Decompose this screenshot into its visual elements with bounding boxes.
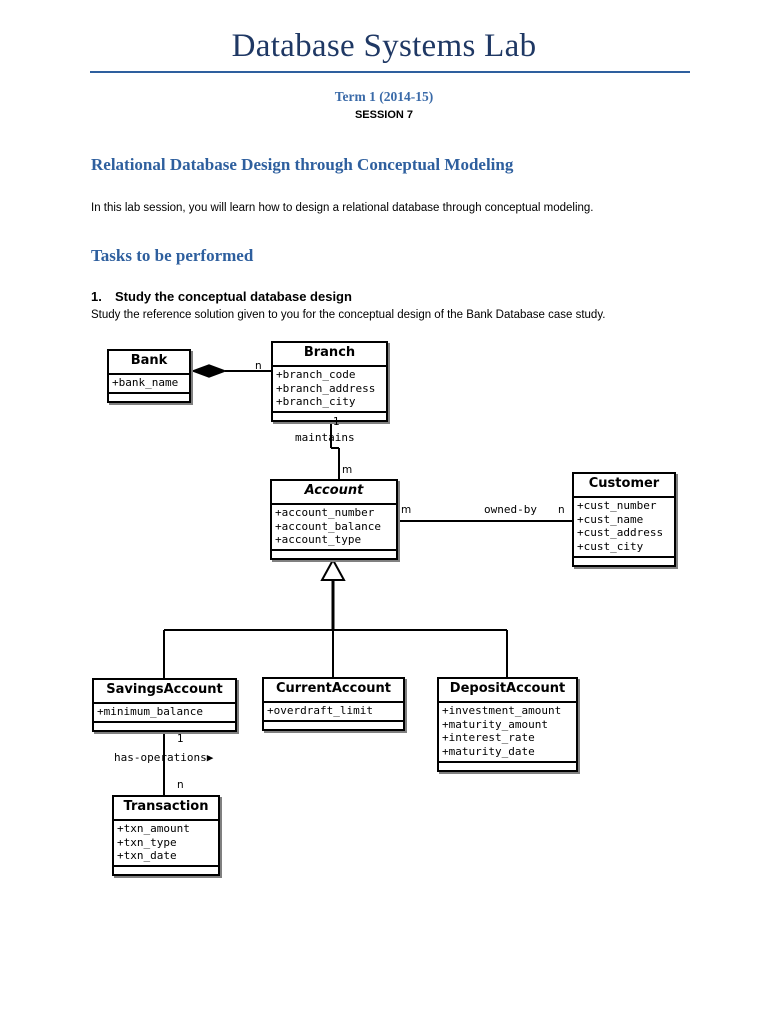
uml-attribute: +txn_type [117, 835, 177, 849]
uml-attribute: +maturity_date [442, 745, 535, 759]
association-label-maintains: maintains [295, 431, 355, 444]
uml-attribute: +account_type [275, 533, 362, 547]
uml-connectors [163, 364, 572, 795]
uml-class-branch[interactable]: Branch +branch_code +branch_address +bra… [271, 341, 388, 423]
uml-attribute: +txn_date [117, 849, 177, 863]
uml-operations [109, 394, 189, 401]
uml-class-account[interactable]: Account +account_number +account_balance… [270, 479, 398, 561]
uml-operations [574, 558, 674, 565]
uml-attribute: +maturity_amount [442, 717, 548, 731]
section-heading: Relational Database Design through Conce… [91, 155, 514, 174]
task-title: Study the conceptual database design [115, 289, 352, 304]
uml-class-bank[interactable]: Bank +bank_name [107, 349, 191, 403]
uml-attributes: +cust_number +cust_name +cust_address +c… [574, 498, 674, 558]
uml-attribute: +cust_city [577, 540, 644, 554]
uml-class-customer[interactable]: Customer +cust_number +cust_name +cust_a… [572, 472, 676, 567]
uml-class-name: CurrentAccount [264, 679, 403, 703]
task-description: Study the reference solution given to yo… [91, 309, 606, 321]
uml-attributes: +investment_amount +maturity_amount +int… [439, 703, 576, 763]
uml-attribute: +branch_code [276, 367, 356, 381]
association-label-has-operations: has-operations▶ [114, 751, 214, 764]
multiplicity-account-m: m [342, 464, 353, 476]
session-label: SESSION 7 [354, 109, 414, 121]
uml-operations [273, 413, 386, 420]
uml-attributes: +bank_name [109, 375, 189, 394]
multiplicity-account-owned-m: m [401, 504, 412, 516]
uml-attribute: +cust_number [577, 498, 657, 512]
uml-attributes: +overdraft_limit [264, 703, 403, 722]
uml-class-diagram: Bank +bank_name Branch +branch_code +bra… [0, 330, 768, 890]
uml-attribute: +bank_name [112, 375, 179, 389]
uml-operations [264, 722, 403, 729]
uml-attribute: +account_number [275, 505, 375, 519]
uml-attribute: +overdraft_limit [267, 703, 373, 717]
multiplicity-customer-n: n [558, 504, 565, 516]
composition-diamond [190, 364, 228, 378]
uml-attribute: +account_balance [275, 519, 381, 533]
uml-class-name: DepositAccount [439, 679, 576, 703]
intro-paragraph: In this lab session, you will learn how … [91, 202, 594, 214]
uml-attributes: +minimum_balance [94, 704, 235, 723]
uml-attribute: +branch_city [276, 395, 356, 409]
uml-operations [94, 723, 235, 730]
uml-attributes: +account_number +account_balance +accoun… [272, 505, 396, 552]
uml-class-name: Account [272, 481, 396, 505]
uml-attributes: +branch_code +branch_address +branch_cit… [273, 367, 386, 414]
generalization-triangle [320, 557, 346, 581]
uml-class-name: Branch [273, 343, 386, 367]
uml-operations [439, 763, 576, 770]
uml-operations [114, 867, 218, 874]
uml-attributes: +txn_amount +txn_type +txn_date [114, 821, 218, 868]
uml-attribute: +investment_amount [442, 703, 562, 717]
title-divider [90, 71, 690, 73]
uml-class-name: Transaction [114, 797, 218, 821]
tasks-heading: Tasks to be performed [91, 246, 254, 265]
multiplicity-transaction-n: n [177, 779, 184, 791]
uml-class-name: Bank [109, 351, 189, 375]
association-label-owned-by: owned-by [484, 503, 537, 516]
uml-attribute: +branch_address [276, 381, 376, 395]
uml-class-depositaccount[interactable]: DepositAccount +investment_amount +matur… [437, 677, 578, 772]
multiplicity-branch-1: 1 [333, 416, 340, 428]
uml-class-name: Customer [574, 474, 674, 498]
uml-attribute: +txn_amount [117, 821, 190, 835]
uml-operations [272, 551, 396, 558]
uml-attribute: +minimum_balance [97, 704, 203, 718]
task-number: 1. [91, 289, 102, 304]
multiplicity-savings-1: 1 [177, 733, 184, 745]
uml-attribute: +interest_rate [442, 731, 535, 745]
uml-attribute: +cust_name [577, 512, 644, 526]
uml-class-transaction[interactable]: Transaction +txn_amount +txn_type +txn_d… [112, 795, 220, 877]
multiplicity-bank-branch-n: n [255, 360, 262, 372]
uml-class-name: SavingsAccount [94, 680, 235, 704]
term-label: Term 1 (2014-15) [334, 89, 434, 104]
page-title: Database Systems Lab [231, 28, 537, 64]
uml-class-currentaccount[interactable]: CurrentAccount +overdraft_limit [262, 677, 405, 731]
uml-attribute: +cust_address [577, 526, 664, 540]
uml-class-savingsaccount[interactable]: SavingsAccount +minimum_balance [92, 678, 237, 732]
